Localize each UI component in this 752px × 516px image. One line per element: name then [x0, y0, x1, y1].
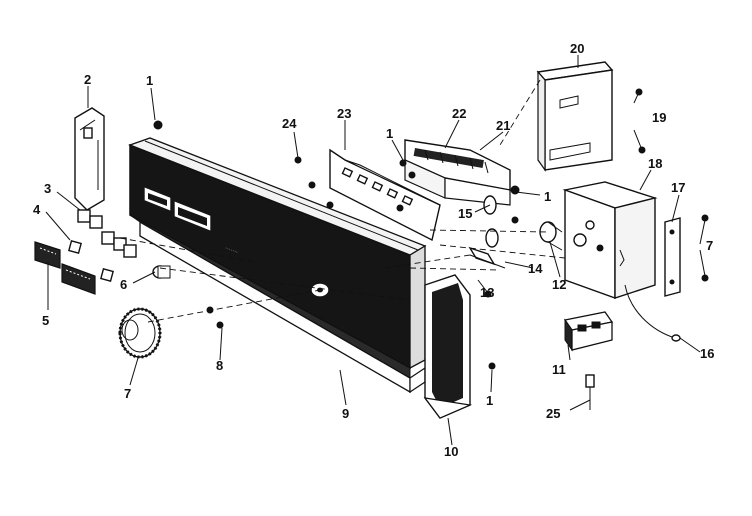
- label-12: 12: [552, 277, 566, 292]
- label-14: 14: [528, 261, 543, 276]
- leader-lines: [45, 55, 706, 446]
- screws: [153, 88, 709, 370]
- detergent-dispenser-grille: [423, 274, 473, 419]
- end-cap: [74, 107, 105, 211]
- label-17: 17: [671, 180, 685, 195]
- indicator-lens: [68, 240, 114, 282]
- timer-bracket: [664, 217, 681, 297]
- alignment-lines: [119, 79, 566, 323]
- timer: [562, 181, 658, 299]
- button-housing: [34, 241, 96, 295]
- part-labels: 1 2 3 4 5 6 7 8 9 10 1 13 14 15 11 12 16…: [33, 41, 714, 459]
- label-1-top: 1: [146, 73, 153, 88]
- label-15: 15: [458, 206, 472, 221]
- label-2: 2: [84, 72, 91, 87]
- label-16: 16: [700, 346, 714, 361]
- label-13: 13: [480, 285, 494, 300]
- console-panel: .......: [128, 137, 427, 394]
- label-8: 8: [216, 358, 223, 373]
- label-7: 7: [124, 386, 131, 401]
- svg-text:.......: .......: [224, 243, 239, 254]
- wire-leads: [585, 284, 681, 410]
- plug: [152, 265, 171, 279]
- label-22: 22: [452, 106, 466, 121]
- label-1-switch: 1: [386, 126, 393, 141]
- label-25: 25: [546, 406, 560, 421]
- label-10: 10: [444, 444, 458, 459]
- label-11: 11: [552, 362, 566, 377]
- label-20: 20: [570, 41, 584, 56]
- label-6: 6: [120, 277, 127, 292]
- label-19: 19: [652, 110, 666, 125]
- control-knob: [118, 307, 162, 359]
- switch-cover: [536, 61, 614, 172]
- switch-bracket: [326, 148, 441, 242]
- label-5: 5: [42, 313, 49, 328]
- thermostat: [563, 311, 614, 352]
- terminals: [468, 195, 506, 269]
- label-1-right: 1: [544, 189, 551, 204]
- label-3: 3: [44, 181, 51, 196]
- label-21: 21: [496, 118, 510, 133]
- label-18: 18: [648, 156, 662, 171]
- label-7-right: 7: [706, 238, 713, 253]
- label-24: 24: [282, 116, 297, 131]
- label-1-bottom: 1: [486, 393, 493, 408]
- push-buttons: [77, 209, 137, 258]
- label-23: 23: [337, 106, 351, 121]
- label-9: 9: [342, 406, 349, 421]
- label-4: 4: [33, 202, 41, 217]
